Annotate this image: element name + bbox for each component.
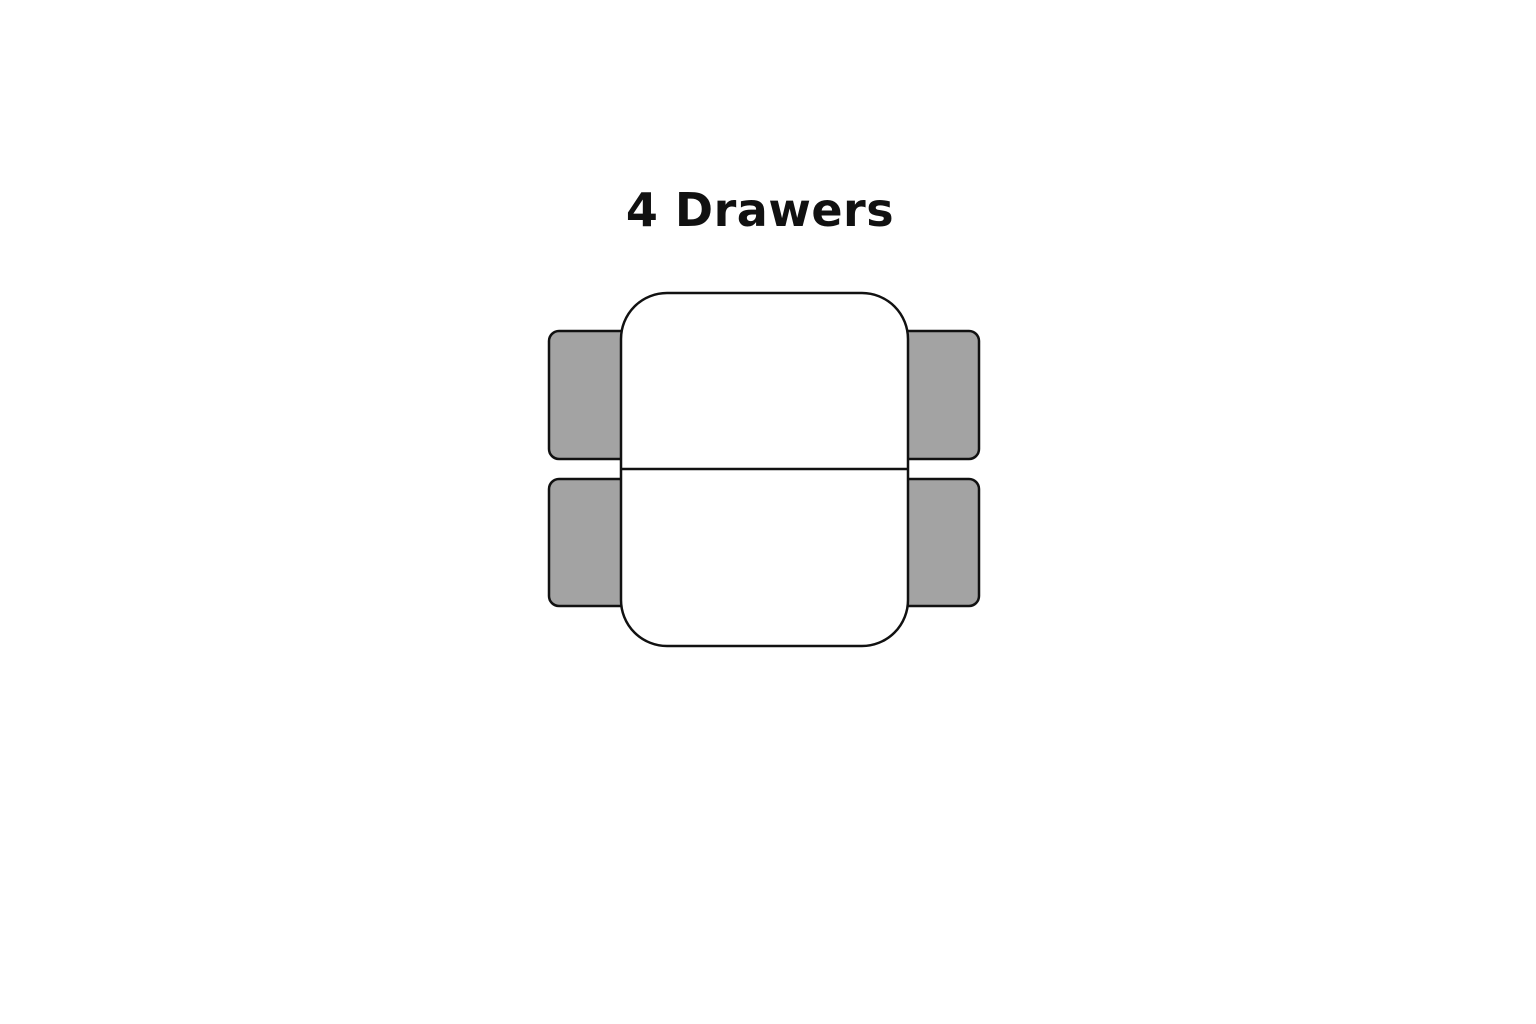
diagram-title: 4 Drawers	[625, 183, 895, 237]
